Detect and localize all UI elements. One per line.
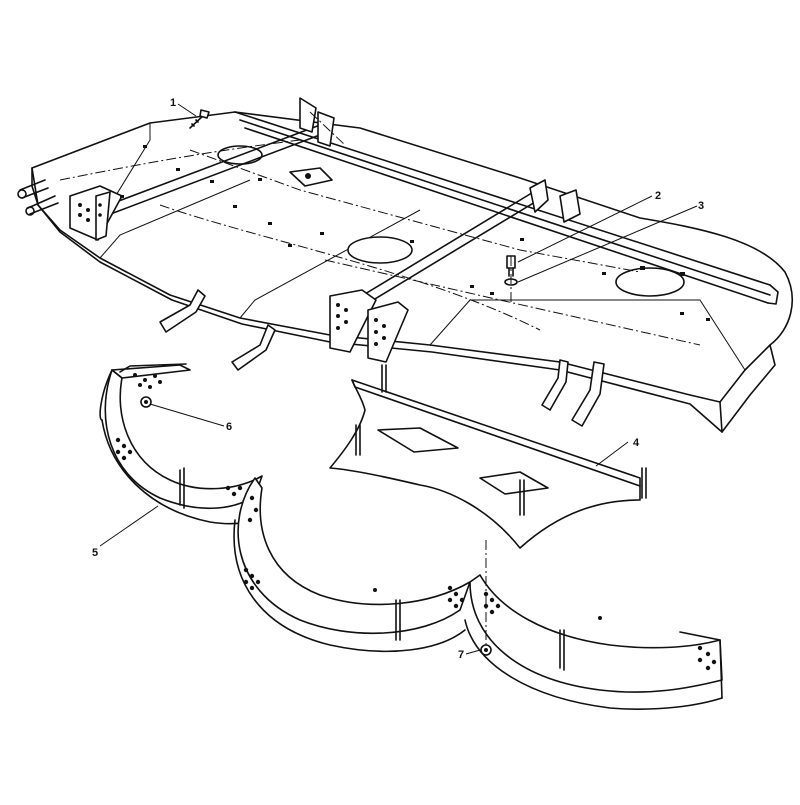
callout-labels: 1 2 3 4 5 6 7	[92, 97, 704, 661]
nut-part-7	[480, 540, 492, 656]
callout-6: 6	[226, 421, 232, 433]
callout-3: 3	[698, 200, 704, 212]
bolt-part-1	[189, 109, 210, 129]
callout-2: 2	[655, 190, 661, 202]
callout-1: 1	[170, 97, 176, 109]
mower-deck	[17, 97, 793, 433]
washer-part-3	[504, 256, 518, 305]
nut-part-6	[140, 396, 152, 408]
callout-7: 7	[458, 649, 464, 661]
baffle-plate-part-4	[329, 364, 647, 549]
callout-5: 5	[92, 547, 98, 559]
callout-4: 4	[633, 437, 640, 449]
callout-leaders	[99, 103, 698, 655]
